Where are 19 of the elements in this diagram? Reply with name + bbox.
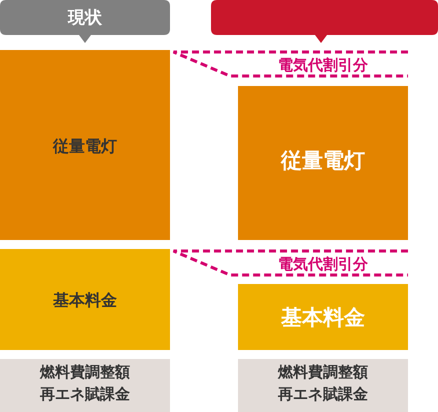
block-label: 従量電灯 (281, 148, 365, 174)
band-label: 電気代割引分 (278, 56, 368, 74)
cost-block (0, 249, 170, 350)
block-label: 燃料費調整額再エネ賦課金 (276, 362, 369, 405)
cost-block (0, 359, 170, 412)
block-label: 燃料費調整額再エネ賦課金 (38, 362, 131, 405)
cost-block (238, 86, 408, 240)
discount-band (172, 49, 409, 79)
band-label: 電気代割引分 (278, 255, 368, 273)
cost-block (238, 284, 408, 350)
cost-block (0, 50, 170, 240)
tab-label: 現状 (68, 8, 102, 28)
block-label: 従量電灯 (53, 136, 117, 156)
speech-bubble-tab (211, 0, 438, 43)
speech-bubble-tab (0, 0, 170, 43)
block-label: 基本料金 (281, 305, 365, 331)
block-label: 基本料金 (53, 290, 117, 310)
discount-band (172, 248, 409, 278)
cost-block (238, 359, 408, 412)
